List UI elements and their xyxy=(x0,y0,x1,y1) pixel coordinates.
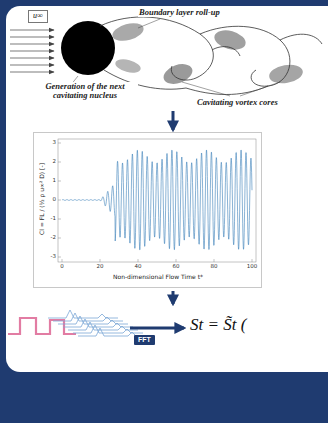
tick-mark xyxy=(58,143,61,144)
chart-panel: Cl = FL / (½ ρ u∞² D) [-] Non-dimensional… xyxy=(33,132,262,288)
spectrum-line xyxy=(58,316,128,324)
tick-label: 2 xyxy=(53,159,57,165)
tick-mark xyxy=(138,259,139,262)
tick-label: 0 xyxy=(53,197,57,203)
fft-box: FFT xyxy=(134,335,155,345)
cylinder xyxy=(61,21,115,75)
tick-label: 3 xyxy=(53,140,57,146)
down-arrow xyxy=(172,291,175,304)
annotation: Boundary layer roll-up xyxy=(138,8,221,17)
fft-label: FFT xyxy=(138,336,151,344)
tick-mark xyxy=(58,181,61,182)
spectrum-line xyxy=(53,313,123,321)
result-formula: St = S̃t ( xyxy=(190,316,246,335)
tick-label: 0 xyxy=(60,264,64,270)
spectrum-line xyxy=(63,319,133,327)
tick-label: -3 xyxy=(51,254,56,260)
freestream-arrows xyxy=(10,30,54,72)
flow-arrow xyxy=(172,111,175,130)
tick-mark xyxy=(58,200,61,201)
tick-mark xyxy=(58,257,61,258)
axis-label: Cl = FL / (½ ρ u∞² D) [-] xyxy=(39,163,46,235)
signal-trace xyxy=(62,150,252,250)
spectrum-line xyxy=(48,310,118,318)
white-panel xyxy=(6,6,328,372)
tick-label: 1 xyxy=(53,178,57,184)
tick-label: 80 xyxy=(211,264,218,270)
tick-mark xyxy=(58,162,61,163)
right-arrow xyxy=(130,327,184,330)
tick-mark xyxy=(58,238,61,239)
tick-label: 100 xyxy=(247,264,258,270)
spectrum-line xyxy=(68,322,138,330)
tick-mark xyxy=(58,219,61,220)
tick-mark xyxy=(176,259,177,262)
tick-label: -2 xyxy=(51,235,56,241)
tick-label: 20 xyxy=(97,264,104,270)
freestream-label: u∞ xyxy=(33,12,43,21)
tick-mark xyxy=(62,259,63,262)
axis-label: Non-dimensional Flow Time t* xyxy=(113,274,203,281)
flow-illustration: Boundary layer roll-upGeneration of the … xyxy=(6,6,322,110)
tick-label: 60 xyxy=(173,264,180,270)
tick-mark xyxy=(214,259,215,262)
tick-label: 40 xyxy=(135,264,142,270)
tick-mark xyxy=(100,259,101,262)
lift-coefficient-plot xyxy=(58,139,256,262)
tick-mark xyxy=(252,259,253,262)
annotation: Cavitating vortex cores xyxy=(196,98,279,107)
annotation: Generation of the next cavitating nucleu… xyxy=(32,82,138,101)
freestream-box: u∞ xyxy=(28,10,48,23)
tick-label: -1 xyxy=(51,216,56,222)
spectrum-thumbnail xyxy=(8,310,148,336)
